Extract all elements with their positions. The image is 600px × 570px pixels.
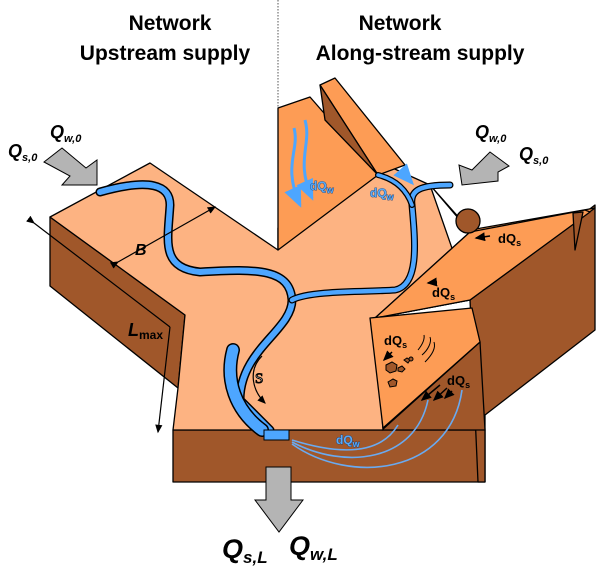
length-dimension-arrow: [26, 215, 171, 328]
upstream-input-arrow-left: [43, 147, 98, 186]
label-dqw-groundwater: dQw: [336, 433, 361, 449]
label-dqs-boulder: dQs: [498, 231, 521, 248]
groundwater-flow-lines: [291, 389, 463, 469]
label-sinuosity: S: [255, 371, 263, 387]
label-qs0-left: Qs,0: [8, 141, 38, 164]
label-qwL: Qw,L: [289, 531, 338, 564]
terrace-top: [374, 209, 591, 319]
sinuosity-arrow: [252, 355, 266, 404]
front-cliff-face: [172, 429, 486, 483]
landslide-scar: [369, 307, 481, 429]
outlet-arrow: [254, 466, 304, 533]
runoff-arrows: [284, 119, 414, 208]
boulder: [455, 208, 481, 234]
label-qw0-right: Qw,0: [475, 122, 507, 145]
label-Lmax: Lmax: [128, 320, 163, 342]
left-title-line2: Upstream supply: [80, 42, 251, 65]
right-cliff-face: [469, 204, 596, 483]
rockfall-streaks: [417, 334, 435, 363]
label-width-B: B: [135, 242, 147, 259]
label-qs0-right: Qs,0: [519, 144, 549, 167]
ridge-gully: [319, 84, 379, 176]
label-qw0-left: Qw,0: [50, 122, 82, 145]
label-dqs-rockfall: dQs: [384, 333, 407, 350]
label-dqs-terrace: dQs: [432, 285, 455, 302]
width-dimension-arrow: [109, 206, 217, 269]
right-title-line2: Along-stream supply: [316, 42, 525, 65]
label-qsL: Qs,L: [222, 534, 268, 567]
gully-notch: [572, 211, 584, 251]
river-network: [95, 172, 454, 437]
rockfall-debris: [385, 356, 414, 388]
upstream-input-arrow-right: [458, 151, 510, 186]
length-dimension-arrow-down: [155, 326, 171, 434]
outlet-channel: [263, 429, 290, 441]
right-title-line1: Network: [359, 12, 442, 35]
label-dqw-hillslope: dQw: [310, 179, 335, 195]
sediment-arrows: [382, 232, 491, 402]
left-title-line1: Network: [129, 12, 212, 35]
label-dqs-bank: dQs: [447, 373, 470, 390]
label-dqw-junction: dQw: [370, 186, 395, 202]
